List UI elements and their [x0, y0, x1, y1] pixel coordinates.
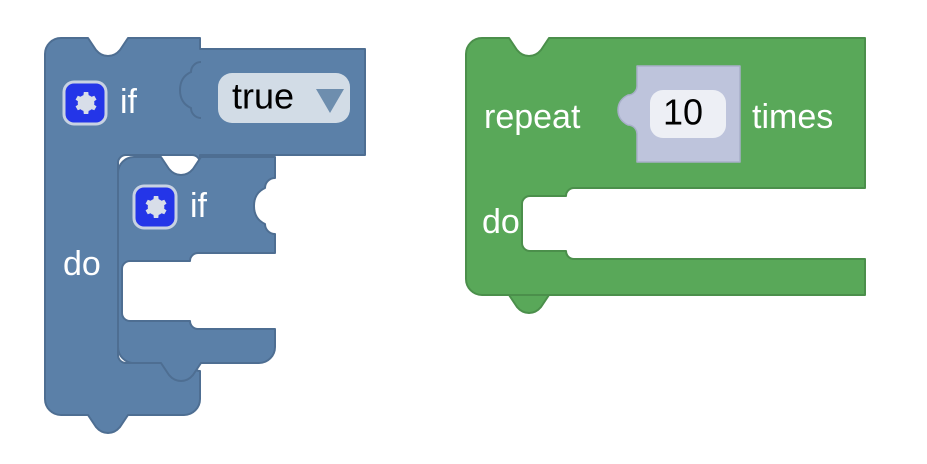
- gear-icon[interactable]: [132, 184, 178, 230]
- block-repeat[interactable]: repeat 10 times do: [465, 37, 866, 314]
- block-if-inner[interactable]: if do: [117, 156, 276, 382]
- gear-icon[interactable]: [62, 80, 108, 126]
- if-inner-label-do: do: [134, 264, 172, 302]
- dropdown-value: true: [232, 76, 294, 117]
- if-outer-label-do: do: [63, 245, 101, 283]
- repeat-bottom-notch: [508, 294, 550, 314]
- logic-boolean-dropdown[interactable]: true: [218, 73, 350, 123]
- if-outer-label-if: if: [120, 83, 138, 121]
- if-inner-label-if: if: [190, 187, 208, 225]
- repeat-outline[interactable]: [465, 37, 866, 296]
- if-outer-value-notch: [178, 61, 202, 119]
- times-label: times: [752, 98, 833, 136]
- number-field-value: 10: [663, 92, 703, 133]
- if-outer-outline[interactable]: [44, 37, 366, 434]
- block-if-outer[interactable]: if do true: [44, 37, 366, 434]
- number-field-bg[interactable]: [650, 90, 726, 138]
- math-number-block[interactable]: 10: [617, 65, 741, 163]
- repeat-label-do: do: [482, 203, 520, 241]
- chevron-down-icon[interactable]: [316, 89, 344, 113]
- repeat-label: repeat: [484, 98, 581, 136]
